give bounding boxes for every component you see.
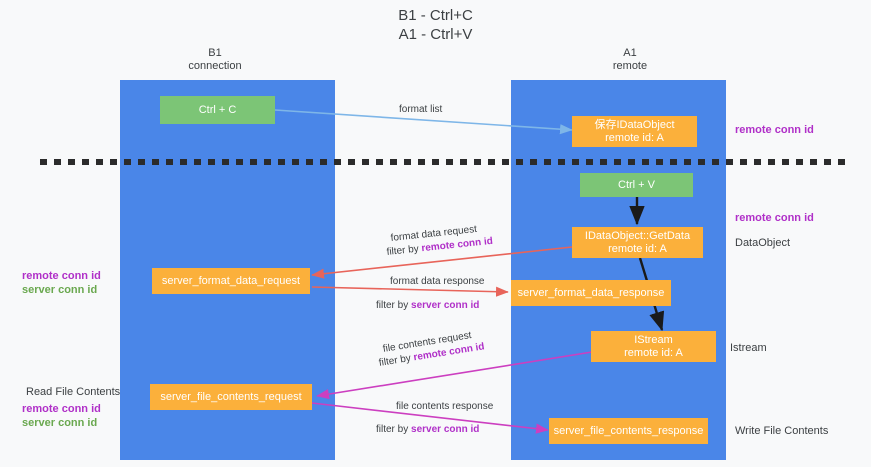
filter-prefix: filter by: [376, 424, 412, 435]
box-idataobject-getdata[interactable]: IDataObject::GetData remote id: A: [572, 227, 703, 258]
box-server-file-contents-response-label: server_file_contents_response: [553, 424, 704, 437]
box-ctrl-v-label: Ctrl + V: [618, 178, 655, 191]
box-idataobject-id: remote id: A: [605, 131, 664, 144]
arrow-label-format-list: format list: [399, 104, 443, 115]
side-label-left-remote-conn-id-2: remote conn id: [22, 403, 101, 415]
arrow-label-file-contents-response: file contents response: [396, 401, 494, 412]
side-label-left-remote-conn-id: remote conn id: [22, 270, 101, 282]
side-label-dataobject: DataObject: [735, 237, 791, 249]
column-header-a1: A1 remote: [612, 47, 648, 72]
box-ctrl-v[interactable]: Ctrl + V: [580, 173, 693, 197]
box-server-format-data-request-label: server_format_data_request: [161, 274, 301, 287]
box-istream[interactable]: IStream remote id: A: [591, 331, 716, 362]
side-label-istream: Istream: [730, 342, 767, 354]
box-server-format-data-response[interactable]: server_format_data_response: [511, 280, 671, 306]
box-ctrl-c-label: Ctrl + C: [198, 103, 237, 116]
box-ctrl-c[interactable]: Ctrl + C: [160, 96, 275, 124]
box-getdata-label: IDataObject::GetData: [584, 229, 691, 242]
side-label-write-file-contents: Write File Contents: [735, 425, 829, 437]
arrow-label-format-data-response-filter: filter by server conn id: [376, 299, 479, 312]
box-server-file-contents-request-label: server_file_contents_request: [160, 390, 302, 403]
box-idataobject[interactable]: 保存IDataObject remote id: A: [572, 116, 697, 147]
box-server-file-contents-request[interactable]: server_file_contents_request: [150, 384, 312, 410]
box-istream-id: remote id: A: [624, 346, 683, 359]
side-label-left-server-conn-id-2: server conn id: [22, 417, 98, 429]
arrow-label-format-data-response: format data response: [390, 276, 485, 287]
filter-key: server conn id: [411, 424, 480, 435]
box-server-file-contents-response[interactable]: server_file_contents_response: [549, 418, 708, 444]
side-label-read-file-contents: Read File Contents: [26, 386, 121, 398]
side-label-remote-conn-id-top: remote conn id: [735, 124, 814, 136]
filter-prefix: filter by: [386, 243, 423, 258]
box-getdata-id: remote id: A: [608, 242, 667, 255]
filter-key: server conn id: [411, 300, 480, 311]
box-idataobject-label: 保存IDataObject: [594, 118, 675, 131]
box-istream-label: IStream: [634, 333, 673, 346]
box-server-format-data-request[interactable]: server_format_data_request: [152, 268, 310, 294]
side-label-left-server-conn-id: server conn id: [22, 284, 98, 296]
side-label-remote-conn-id-mid: remote conn id: [735, 212, 814, 224]
diagram-title: B1 - Ctrl+C A1 - Ctrl+V: [398, 7, 473, 43]
column-header-b1: B1 connection: [188, 47, 242, 72]
arrow-label-file-contents-response-filter: filter by server conn id: [376, 423, 479, 436]
box-server-format-data-response-label: server_format_data_response: [517, 286, 665, 299]
filter-prefix: filter by: [376, 300, 412, 311]
